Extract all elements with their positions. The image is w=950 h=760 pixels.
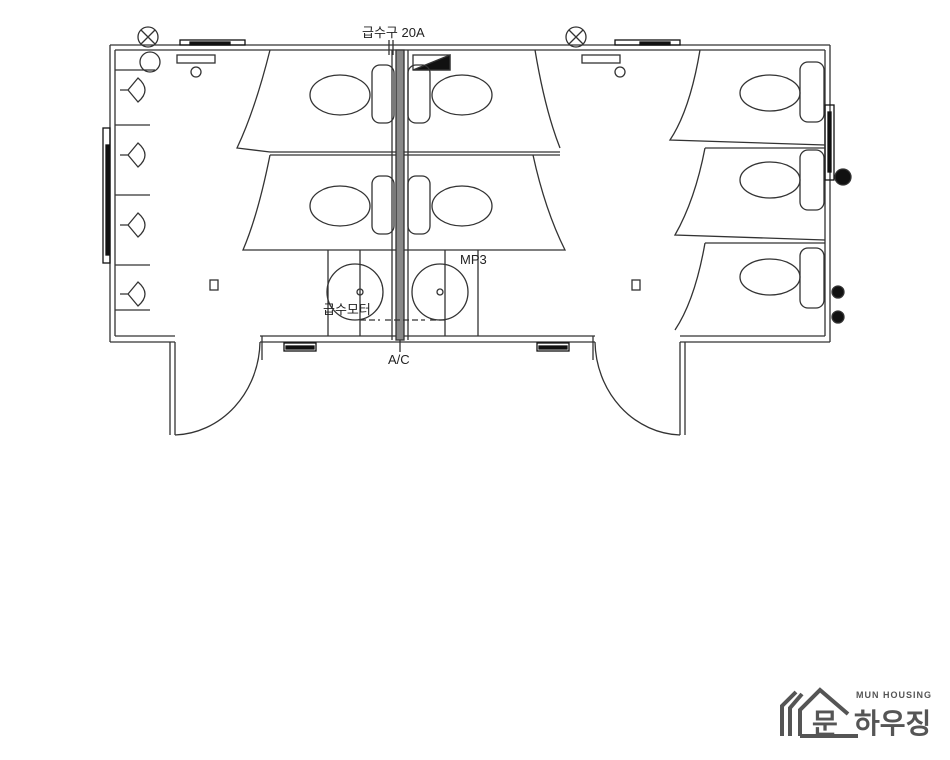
right-stalls — [668, 49, 852, 331]
house-icon — [780, 687, 858, 738]
logo-korean-housing: 하우징 — [854, 708, 932, 739]
logo-english: MUN HOUSING — [856, 690, 932, 700]
water-supply-label: 급수구 20A — [362, 25, 425, 40]
windows — [102, 39, 835, 352]
logo-korean-mun: 문 — [812, 708, 838, 739]
mun-housing-logo: MUN HOUSING 문 하우징 — [778, 684, 938, 740]
center-stalls — [236, 40, 567, 352]
ac-label: A/C — [388, 352, 410, 367]
urinals — [115, 51, 161, 311]
water-motor-label: 급수모터 — [323, 302, 371, 317]
entrance-doors — [174, 336, 681, 436]
fixtures — [137, 26, 641, 291]
toilets-center — [309, 64, 493, 235]
mp3-label: MP3 — [460, 252, 487, 267]
outer-walls — [109, 44, 831, 435]
